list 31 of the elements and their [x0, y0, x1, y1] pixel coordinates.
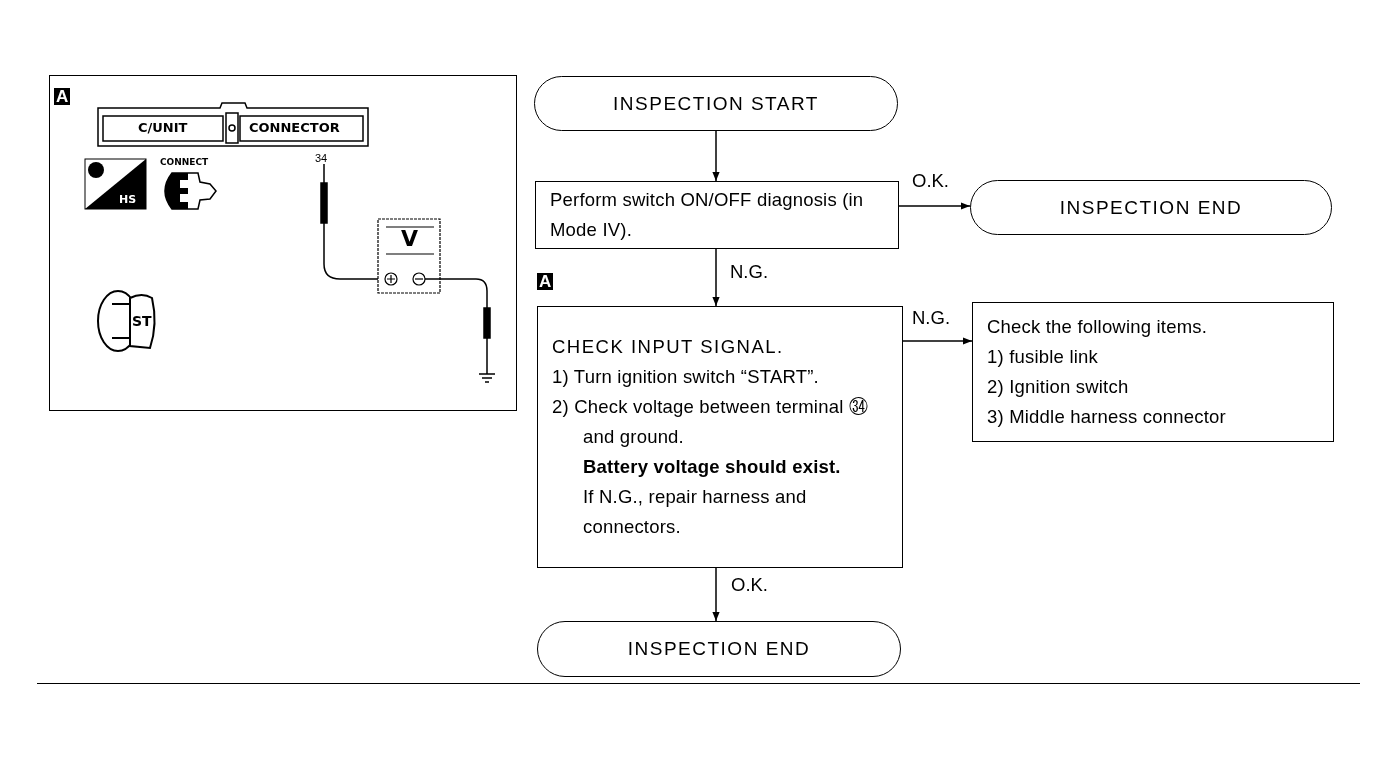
terminal-number: 34 — [315, 153, 328, 164]
step-text: INSPECTION END — [627, 637, 811, 661]
step-text: 2) Check voltage between terminal ㉞ and ground. — [552, 395, 869, 449]
arrow — [712, 248, 720, 307]
terminal-box — [537, 621, 901, 677]
arrow — [902, 337, 973, 345]
step-text: 2) Ignition switch — [987, 375, 1130, 399]
connector-label: CONNECTOR — [249, 121, 340, 134]
connect-label: CONNECT — [160, 158, 209, 167]
meter-label: V — [401, 228, 419, 250]
connector-label: C/UNIT — [138, 121, 188, 134]
key-label: ST — [132, 314, 152, 328]
section-badge: A — [537, 273, 554, 290]
step-text: 1) Turn ignition switch “START”. — [552, 365, 820, 389]
step-heading: CHECK INPUT SIGNAL. — [552, 335, 785, 359]
step-text: INSPECTION END — [1059, 195, 1243, 220]
step-text: Battery voltage should exist. — [582, 455, 842, 479]
section-badge: A — [54, 88, 71, 105]
process-box — [537, 306, 903, 568]
step-text: Check the following items. — [987, 315, 1209, 339]
arrow — [712, 130, 720, 182]
step-text: INSPECTION START — [613, 91, 819, 116]
step-text: 3) Middle harness connector — [987, 405, 1227, 429]
process-box — [972, 302, 1334, 442]
arrow — [898, 202, 971, 210]
arrow — [712, 567, 720, 622]
step-text: 1) fusible link — [987, 345, 1099, 369]
step-text: Perform switch ON/OFF diagnosis (in Mode IV). — [550, 188, 865, 242]
mode-label: HS — [119, 194, 137, 205]
process-box — [535, 181, 899, 249]
step-text: If N.G., repair harness and connectors. — [582, 485, 808, 539]
